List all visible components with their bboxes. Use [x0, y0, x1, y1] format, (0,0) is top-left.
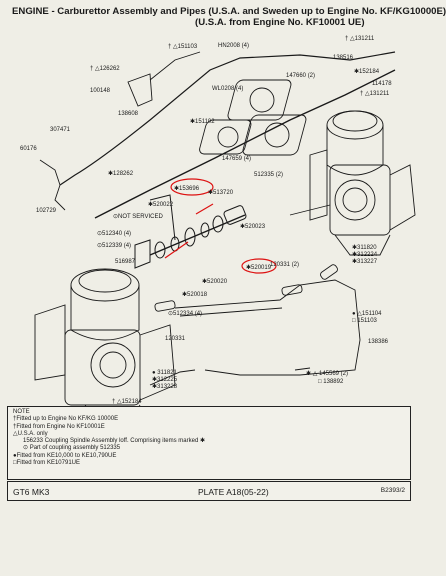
label-313227: ✱313227	[352, 258, 378, 265]
note-line: ⊙ Part of coupling assembly 512335	[23, 445, 121, 452]
fuel-pipe-lower	[179, 307, 283, 317]
label-152184: ✱152184	[354, 68, 380, 75]
highlight-520019	[241, 258, 277, 274]
gasket-147660	[227, 79, 292, 121]
label-512335: 512335 (2)	[254, 172, 283, 178]
label-not-serviced: ⊙NOT SERVICED	[113, 214, 163, 220]
title-line-1: ENGINE - Carburettor Assembly and Pipes …	[12, 6, 446, 17]
page-title: ENGINE - Carburettor Assembly and Pipes …	[12, 6, 446, 28]
title-line-2: (U.S.A. from Engine No. KF10001 UE)	[195, 17, 365, 28]
hose-120331c	[154, 300, 176, 312]
coupling-spindle	[134, 194, 247, 269]
label-513720: ✱513720	[208, 189, 234, 196]
label-152184b: † △152184	[112, 399, 142, 405]
gasket-151102	[199, 119, 252, 155]
label-512339: ⊙512339 (4)	[97, 243, 131, 249]
label-128262: ✱128262	[108, 170, 134, 177]
label-138608: 138608	[118, 111, 139, 117]
label-516987: 516987	[115, 259, 136, 265]
label-520020: ✱520020	[202, 278, 228, 285]
note-heading: NOTE	[13, 409, 30, 415]
label-307471: 307471	[50, 127, 71, 133]
red-highlights	[164, 178, 277, 274]
label-312224: ✱312224	[352, 251, 378, 258]
label-151104: ● △151104	[352, 311, 382, 317]
label-151102: ✱151102	[190, 118, 215, 125]
label-147660: 147660 (2)	[286, 73, 315, 79]
label-512340: ⊙512340 (4)	[97, 231, 131, 237]
plate-footer: GT6 MK3 PLATE A18(05-22) B2393/2	[7, 481, 411, 501]
note-line: †Fitted from Engine No KF10001E	[13, 423, 105, 430]
note-line: ●Fitted from KE10,000 to KE10,790UE	[13, 452, 117, 459]
label-131211b: † △131211	[360, 91, 390, 97]
pipe-60176	[39, 159, 66, 211]
highlight-stroke-1	[164, 241, 189, 259]
label-147659: 147659 (4)	[222, 156, 251, 162]
label-153696: ✱153696	[174, 185, 200, 192]
label-520019: ✱520019	[246, 264, 272, 271]
callout-labels: † △151103 † △126262 100148 138608 307471…	[20, 36, 392, 405]
label-520022: ✱520022	[148, 201, 174, 208]
plate-number: PLATE A18(05-22)	[198, 487, 269, 497]
bracket-100148	[127, 73, 153, 107]
gasket-147659	[242, 114, 307, 156]
highlight-153696	[170, 178, 214, 196]
carburettor-left	[34, 268, 176, 421]
label-120331-2: 120331 (2)	[270, 262, 299, 268]
label-100148: 100148	[90, 88, 111, 94]
clip-145569	[294, 367, 311, 371]
model-label: GT6 MK3	[13, 487, 50, 497]
label-wl0208: WL0208 (4)	[212, 86, 243, 92]
label-60176: 60176	[20, 146, 37, 152]
label-126262: † △126262	[90, 66, 120, 72]
label-520023: ✱520023	[240, 223, 266, 230]
hose-120331	[281, 284, 303, 296]
label-145569: ✱ △ 145569 (2)	[306, 370, 348, 377]
label-311821: ● 311821	[152, 370, 178, 376]
note-line: □Fitted from KE10791UE	[13, 460, 80, 467]
fuel-pipe-138386	[174, 279, 361, 376]
highlight-stroke-2	[195, 203, 214, 215]
label-114178: 114178	[372, 81, 392, 87]
note-line: †Fitted up to Engine No KF/KG 10000E	[13, 416, 119, 423]
top-linkage-rod	[59, 51, 396, 186]
label-151103: † △151103	[168, 44, 198, 50]
note-line: 156233 Coupling Spindle Assembly loff. C…	[23, 438, 206, 445]
reference-code: B2393/2	[380, 487, 405, 494]
bracket-arm	[149, 51, 201, 81]
label-520018: ✱520018	[182, 291, 208, 298]
label-312225: ✱312225	[152, 376, 178, 383]
throttle-rod	[94, 69, 396, 219]
exploded-diagram: † △151103 † △126262 100148 138608 307471…	[20, 36, 416, 421]
notes-box: NOTE †Fitted up to Engine No KF/KG 10000…	[7, 406, 411, 480]
label-311820: ✱311820	[352, 244, 377, 251]
label-102729: 102729	[36, 208, 57, 214]
hose-120331b	[320, 264, 338, 280]
label-138892: □ 138892	[318, 379, 344, 385]
label-512334: ⊙512334 (4)	[168, 311, 202, 317]
label-120331: 120331	[165, 336, 186, 342]
note-line: △U.S.A. only	[13, 430, 48, 437]
label-138516: 138516	[333, 55, 354, 61]
label-138386: 138386	[368, 339, 389, 345]
label-313228: ✱313228	[152, 383, 178, 390]
label-151103b: □ 151103	[352, 318, 378, 324]
pipe-152184	[149, 369, 196, 386]
carburettor-right	[289, 110, 416, 256]
label-131211: † △131211	[345, 36, 375, 42]
parts-plate-page: ENGINE - Carburettor Assembly and Pipes …	[7, 6, 446, 501]
label-hn2008: HN2008 (4)	[218, 43, 249, 49]
